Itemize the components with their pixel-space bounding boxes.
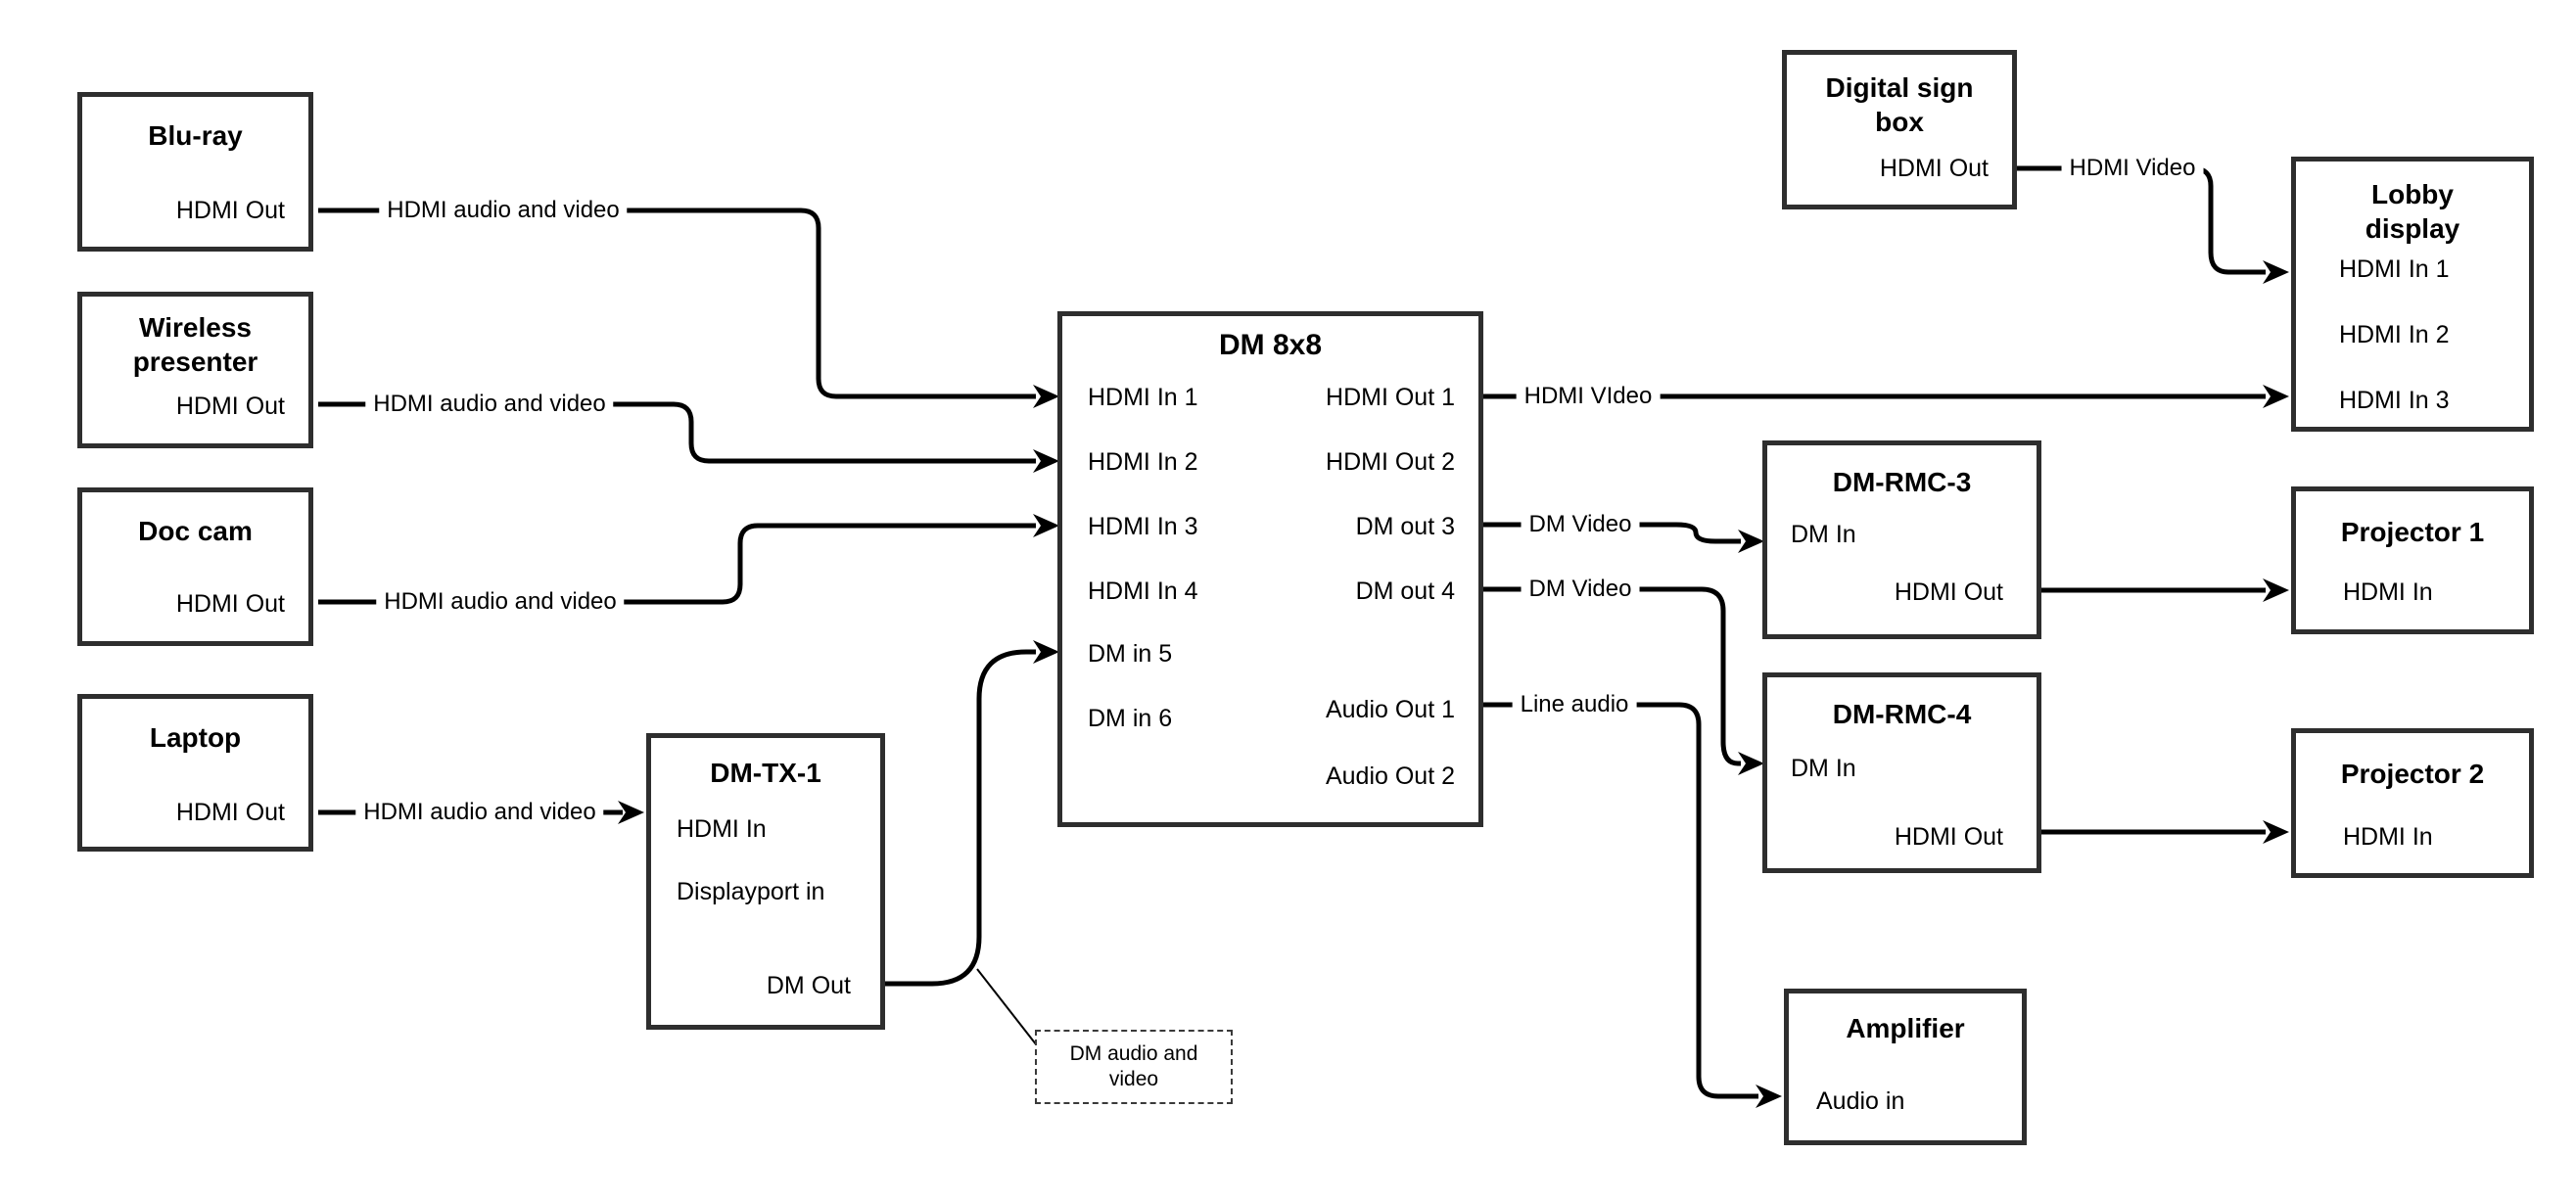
port-hdmi-out: HDMI Out xyxy=(175,393,285,420)
node-title: Projector 2 xyxy=(2340,759,2485,789)
arrowhead-rmc3-in xyxy=(1738,530,1764,553)
port-hdmi-in-2: HDMI In 2 xyxy=(2339,321,2450,348)
port-hdmi-out: HDMI Out xyxy=(175,197,285,224)
node-dm-tx-1: DM-TX-1 HDMI In Displayport in DM Out xyxy=(646,733,885,1030)
arrowhead-in1 xyxy=(1033,385,1059,408)
edge-label-line-audio: Line audio xyxy=(1512,691,1637,718)
node-digital-sign-box: Digital sign box HDMI Out xyxy=(1782,50,2017,209)
port-hdmi-in-4: HDMI In 4 xyxy=(1088,577,1198,605)
port-audio-out-1: Audio Out 1 xyxy=(1325,696,1455,723)
port-hdmi-in-1: HDMI In 1 xyxy=(1088,384,1198,411)
edge-doccam-dm8x8 xyxy=(318,523,1036,605)
port-dm-out-4: DM out 4 xyxy=(1355,577,1455,605)
arrowhead-in3 xyxy=(1033,514,1059,537)
arrowhead-dmtx1-in xyxy=(618,801,644,824)
port-dm-out-3: DM out 3 xyxy=(1355,513,1455,540)
edge-audio1-amp xyxy=(1483,702,1758,1099)
edge-label-hdmi-av-laptop: HDMI audio and video xyxy=(355,799,604,826)
port-hdmi-in: HDMI In xyxy=(2343,823,2433,851)
arrowhead-amp-in xyxy=(1756,1085,1782,1108)
node-doc-cam: Doc cam HDMI Out xyxy=(77,487,313,646)
node-lobby-display: Lobby display HDMI In 1 HDMI In 2 HDMI I… xyxy=(2291,157,2534,432)
port-dm-in: DM In xyxy=(1791,521,1856,548)
arrowhead-proj1-in xyxy=(2263,578,2289,602)
edge-label-hdmi-video-sign: HDMI Video xyxy=(2061,155,2204,182)
node-title: DM 8x8 xyxy=(1218,329,1323,361)
node-title: Lobby display xyxy=(2365,179,2460,244)
port-hdmi-in-3: HDMI In 3 xyxy=(1088,513,1198,540)
node-title: Digital sign box xyxy=(1825,72,1974,137)
edge-label-dm-video-out4: DM Video xyxy=(1521,576,1640,603)
arrowhead-proj2-in xyxy=(2263,820,2289,844)
port-hdmi-out-1: HDMI Out 1 xyxy=(1326,384,1455,411)
edge-wireless-dm8x8 xyxy=(318,401,1036,464)
arrowhead-in5 xyxy=(1033,640,1059,664)
edge-label-hdmi-video-out1: HDMI VIdeo xyxy=(1516,383,1661,410)
note-text: DM audio and video xyxy=(1069,1042,1198,1090)
node-dm-rmc-4: DM-RMC-4 DM In HDMI Out xyxy=(1762,672,2041,873)
node-title: DM-RMC-4 xyxy=(1832,699,1972,729)
port-displayport-in: Displayport in xyxy=(677,878,825,905)
arrowhead-rmc4-in xyxy=(1738,752,1764,775)
port-dm-in-6: DM in 6 xyxy=(1088,705,1173,732)
port-hdmi-in-1: HDMI In 1 xyxy=(2339,255,2450,283)
edge-dmtx1-dm8x8 xyxy=(885,649,1036,987)
edge-label-dm-video-out3: DM Video xyxy=(1521,511,1640,538)
edge-label-hdmi-av-wireless: HDMI audio and video xyxy=(365,391,614,418)
edge-out3-rmc3 xyxy=(1483,522,1741,544)
edge-label-hdmi-av-doccam: HDMI audio and video xyxy=(376,588,625,616)
node-dm-rmc-3: DM-RMC-3 DM In HDMI Out xyxy=(1762,440,2041,639)
port-audio-out-2: Audio Out 2 xyxy=(1325,762,1455,790)
port-hdmi-out: HDMI Out xyxy=(175,799,285,826)
note-dm-audio-video: DM audio and video xyxy=(1035,1030,1233,1104)
node-title: DM-RMC-3 xyxy=(1832,467,1972,497)
port-dm-in-5: DM in 5 xyxy=(1088,640,1173,668)
port-hdmi-in-3: HDMI In 3 xyxy=(2339,387,2450,414)
arrowhead-in2 xyxy=(1033,449,1059,473)
arrowhead-lobby-in1 xyxy=(2263,260,2289,284)
port-hdmi-in: HDMI In xyxy=(2343,578,2433,606)
node-projector-2: Projector 2 HDMI In xyxy=(2291,728,2534,878)
node-title: Projector 1 xyxy=(2340,517,2485,547)
port-hdmi-in: HDMI In xyxy=(677,815,767,843)
node-title: Wireless presenter xyxy=(132,312,258,377)
node-laptop: Laptop HDMI Out xyxy=(77,694,313,852)
edge-bluray-dm8x8 xyxy=(318,208,1036,399)
port-hdmi-out: HDMI Out xyxy=(1879,155,1989,182)
note-leader-line xyxy=(976,968,1041,1050)
edge-out4-rmc4 xyxy=(1483,586,1741,766)
node-title: Doc cam xyxy=(138,516,253,546)
port-dm-out: DM Out xyxy=(766,972,851,999)
port-audio-in: Audio in xyxy=(1816,1087,1905,1115)
node-amplifier: Amplifier Audio in xyxy=(1784,989,2027,1145)
node-title: Blu-ray xyxy=(148,120,243,151)
port-dm-in: DM In xyxy=(1791,755,1856,782)
port-hdmi-out-2: HDMI Out 2 xyxy=(1326,448,1455,476)
port-hdmi-in-2: HDMI In 2 xyxy=(1088,448,1198,476)
edge-signbox-lobby xyxy=(2017,165,2266,275)
node-projector-1: Projector 1 HDMI In xyxy=(2291,486,2534,634)
node-wireless-presenter: Wireless presenter HDMI Out xyxy=(77,292,313,448)
node-dm-8x8: DM 8x8 HDMI In 1 HDMI In 2 HDMI In 3 HDM… xyxy=(1057,311,1483,827)
node-title: Amplifier xyxy=(1846,1013,1965,1043)
arrowhead-lobby-in3 xyxy=(2263,385,2289,408)
node-title: DM-TX-1 xyxy=(710,758,821,788)
edge-label-hdmi-av-bluray: HDMI audio and video xyxy=(379,197,628,224)
port-hdmi-out: HDMI Out xyxy=(1894,578,2003,606)
node-bluray: Blu-ray HDMI Out xyxy=(77,92,313,252)
port-hdmi-out: HDMI Out xyxy=(1894,823,2003,851)
node-title: Laptop xyxy=(149,722,242,753)
port-hdmi-out: HDMI Out xyxy=(175,590,285,618)
